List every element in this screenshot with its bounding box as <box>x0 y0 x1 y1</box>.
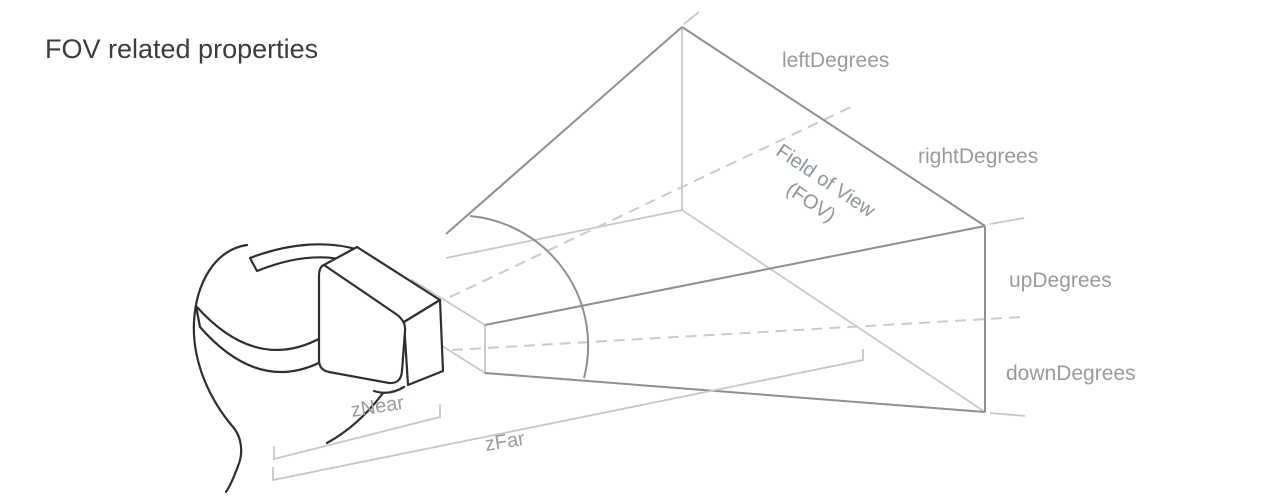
far-plane-top-edge <box>681 26 986 227</box>
goggles-side-face <box>402 298 445 387</box>
frustum-edge-top-right <box>484 225 986 326</box>
label-zfar: zFar <box>483 428 526 456</box>
far-plane-bottom-edge <box>681 209 986 413</box>
goggles-bottom-edge <box>372 385 406 394</box>
jaw-line <box>325 391 385 445</box>
dimension-lines <box>272 349 864 482</box>
frustum-center-axes <box>449 105 1023 351</box>
label-right-degrees: rightDegrees <box>918 145 1038 168</box>
fov-angle-arc <box>469 215 590 379</box>
label-field-of-view: Field of View (FOV) <box>772 140 879 227</box>
znear-dimension-line <box>273 404 441 461</box>
axis-up-down-split <box>451 316 1023 351</box>
frustum-edge-top-left <box>445 26 683 235</box>
frustum-edge-bottom-left <box>445 209 683 259</box>
user-head-with-headset <box>192 243 445 494</box>
label-left-degrees: leftDegrees <box>782 49 889 72</box>
frustum-edge-bottom-right <box>484 372 986 413</box>
page-title: FOV related properties <box>45 34 318 64</box>
axis-left-right-split <box>449 105 854 298</box>
label-znear: zNear <box>349 392 405 422</box>
extension-top-corner <box>683 11 700 25</box>
extension-right-corner <box>989 217 1025 225</box>
head-outline <box>192 243 249 494</box>
label-down-degrees: downDegrees <box>1006 362 1136 385</box>
goggles-front-panel <box>317 263 407 385</box>
frustum-main-edges <box>445 26 986 413</box>
extension-bottom-right-corner <box>989 412 1026 417</box>
label-up-degrees: upDegrees <box>1009 269 1112 292</box>
frustum-hidden-edges <box>411 11 1026 417</box>
zfar-dimension-line <box>272 349 864 482</box>
